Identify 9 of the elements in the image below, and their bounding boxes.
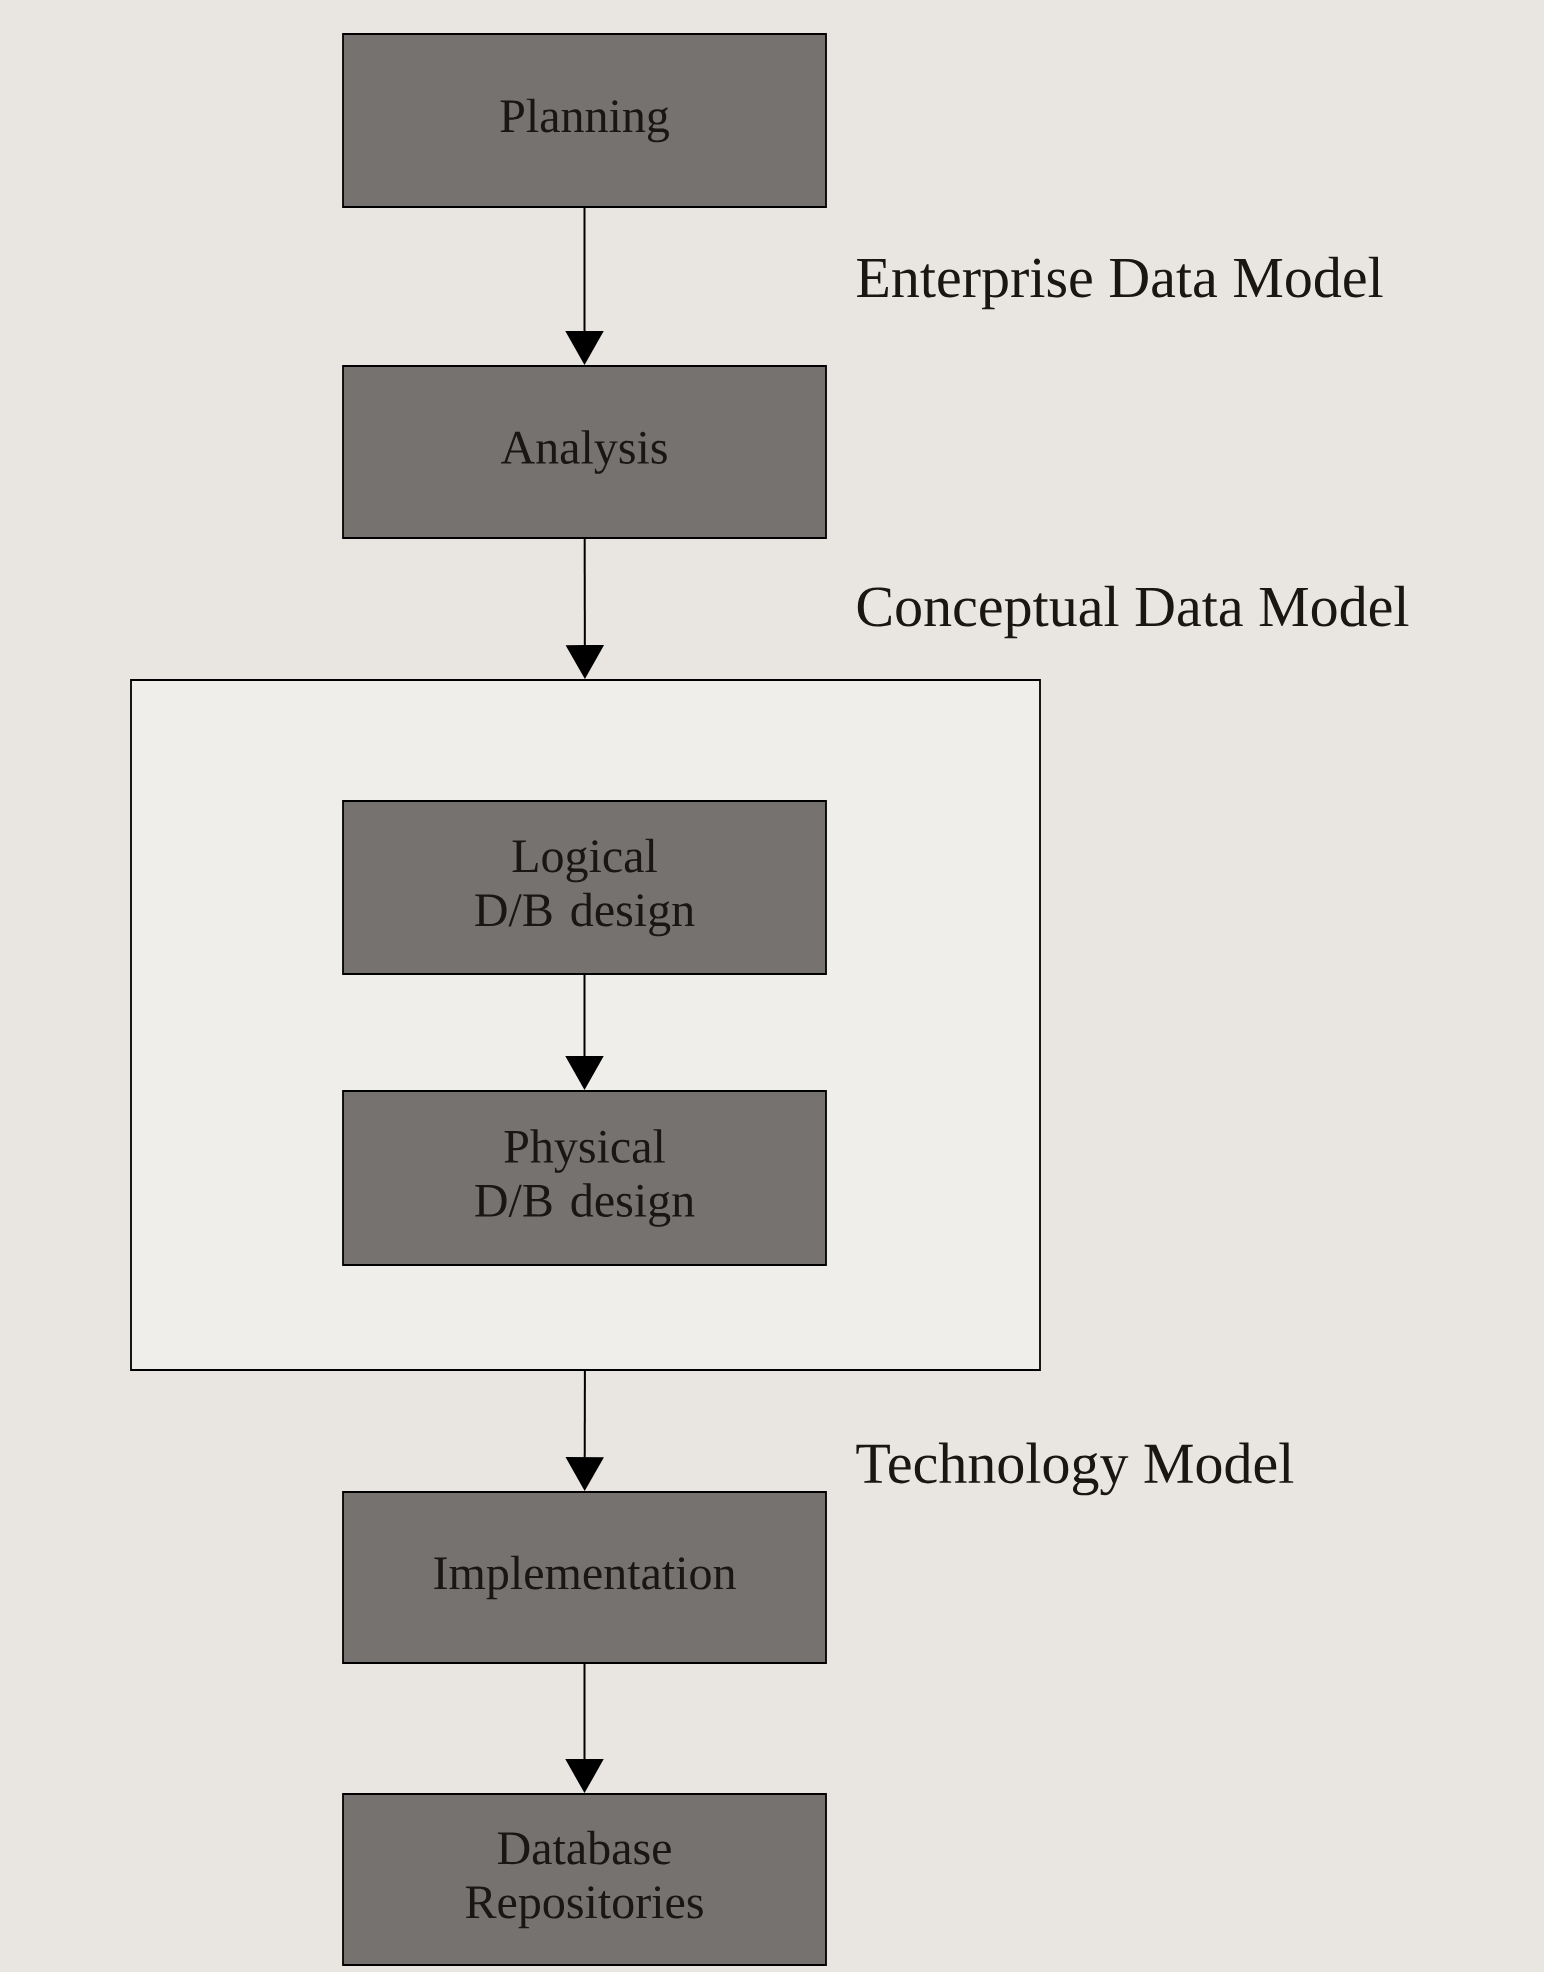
process-box: Analysis xyxy=(342,365,827,539)
process-box: Physical D/B design xyxy=(342,1090,827,1266)
process-box: Planning xyxy=(342,33,827,208)
model-label: Technology Model xyxy=(856,1442,1294,1496)
model-label: Conceptual Data Model xyxy=(857,585,1409,639)
process-box: Implementation xyxy=(342,1491,827,1664)
process-box: Logical D/B design xyxy=(342,800,827,975)
model-label: Enterprise Data Model xyxy=(857,256,1383,310)
process-box: Database Repositories xyxy=(342,1793,827,1966)
